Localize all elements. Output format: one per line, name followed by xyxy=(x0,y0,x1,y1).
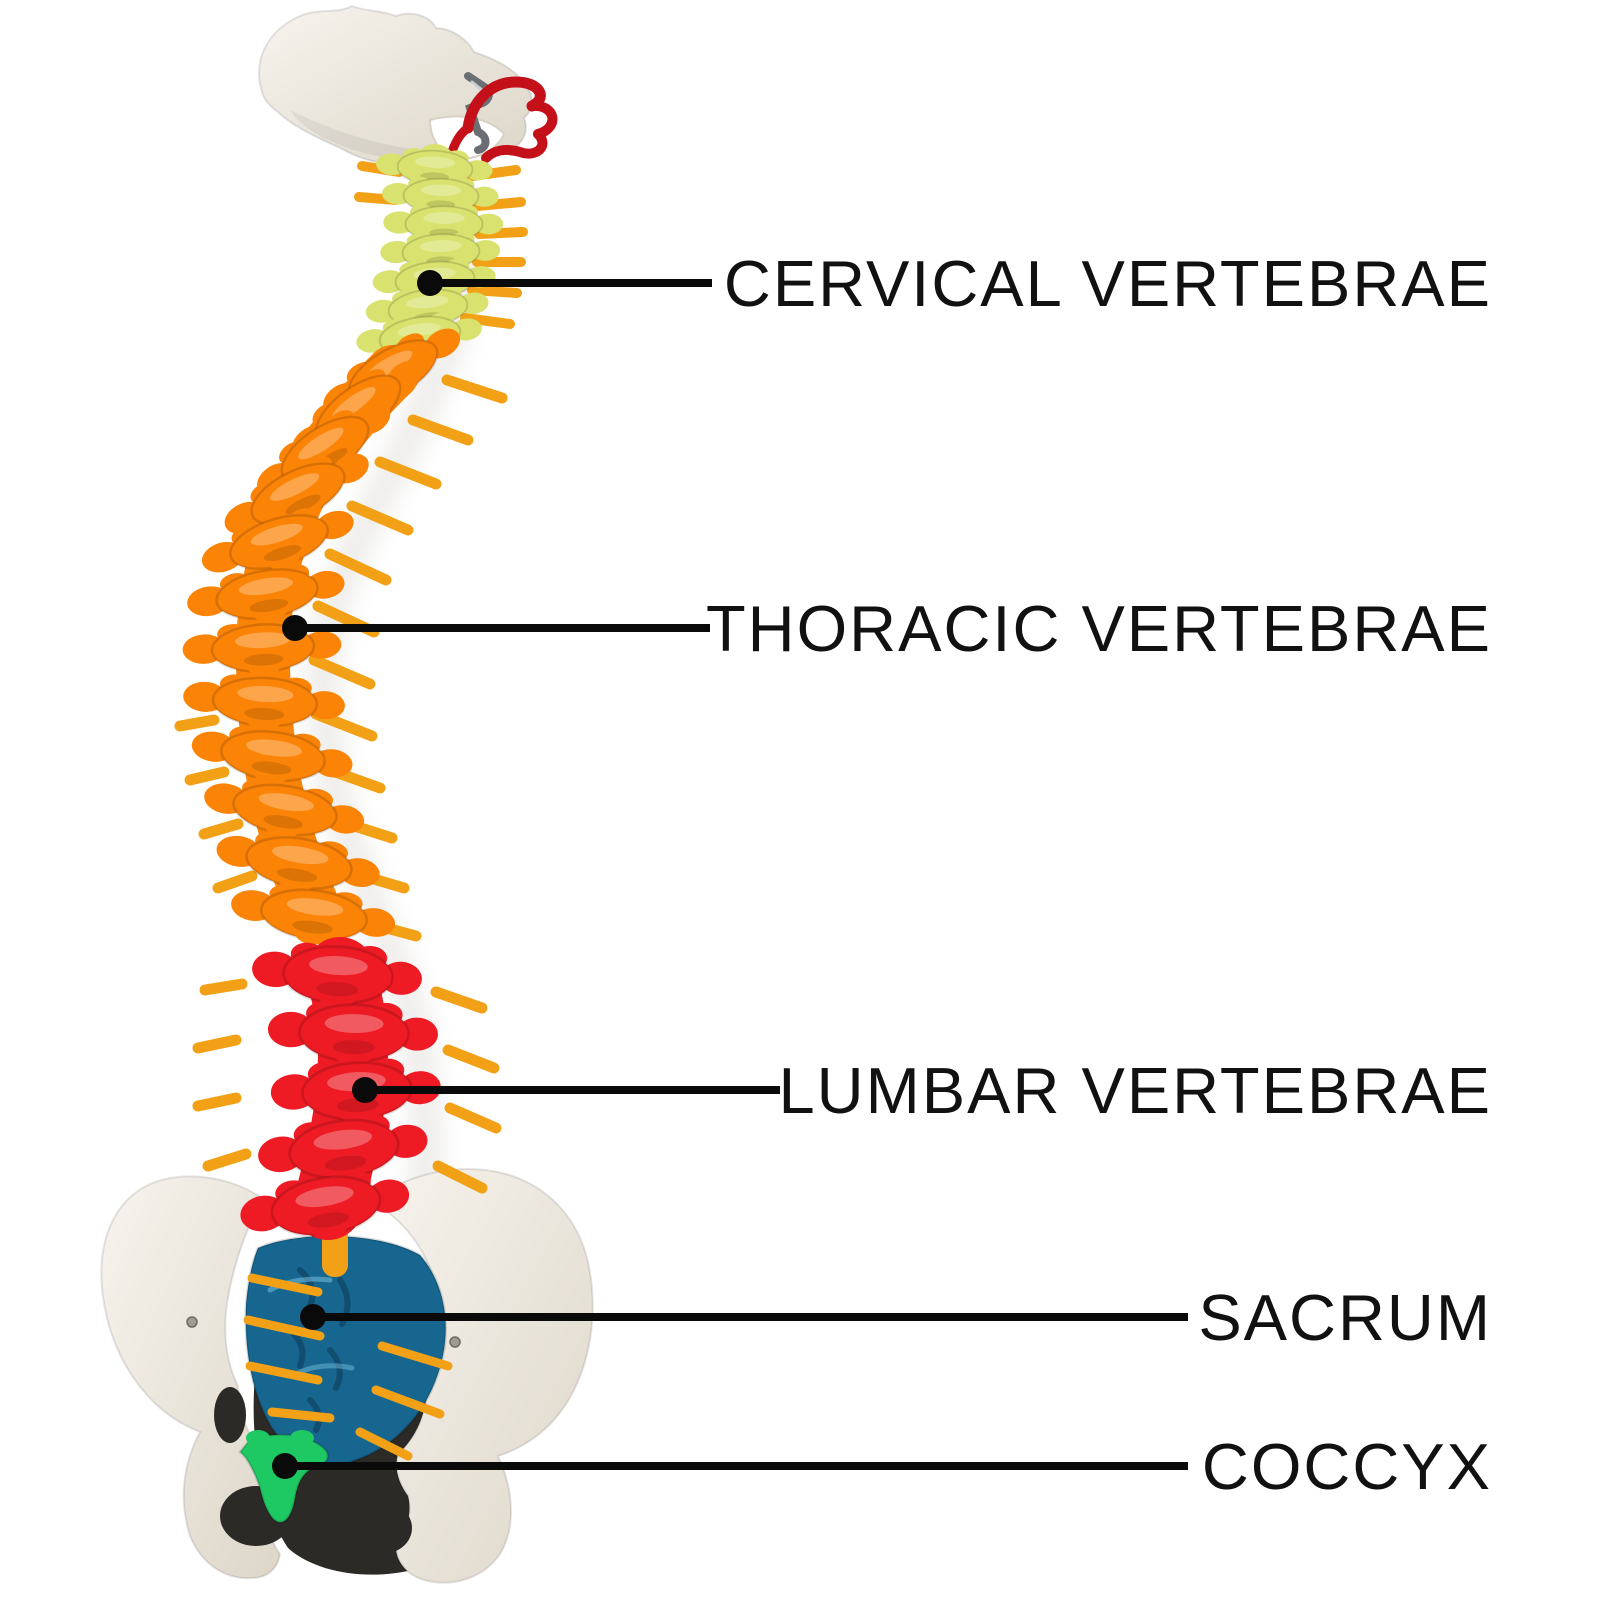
cervical-vertebrae-segment xyxy=(352,144,528,369)
region-labels: CERVICAL VERTEBRAE THORACIC VERTEBRAE LU… xyxy=(706,247,1492,1503)
label-lumbar-vertebrae: LUMBAR VERTEBRAE xyxy=(779,1054,1492,1127)
leader-lines xyxy=(285,279,1188,1470)
leader-dot-thoracic xyxy=(282,615,308,641)
leader-dot-lumbar xyxy=(352,1077,378,1103)
label-thoracic-vertebrae: THORACIC VERTEBRAE xyxy=(706,592,1492,665)
label-cervical-vertebrae: CERVICAL VERTEBRAE xyxy=(724,247,1492,320)
leader-dot-cervical xyxy=(417,270,443,296)
label-coccyx: COCCYX xyxy=(1202,1430,1492,1503)
leader-dot-coccyx xyxy=(272,1453,298,1479)
lumbar-nerve-roots xyxy=(192,978,502,1194)
left-iliac-wing xyxy=(100,1175,282,1580)
leader-dot-sacrum xyxy=(300,1304,326,1330)
sacral-nerve-roots xyxy=(243,1273,453,1461)
right-obturator-foramen xyxy=(352,1502,412,1554)
left-sciatic-notch xyxy=(214,1387,246,1443)
leader-dots xyxy=(272,270,443,1479)
lumbar-vertebrae-segment xyxy=(192,937,502,1255)
label-sacrum: SACRUM xyxy=(1198,1281,1492,1354)
